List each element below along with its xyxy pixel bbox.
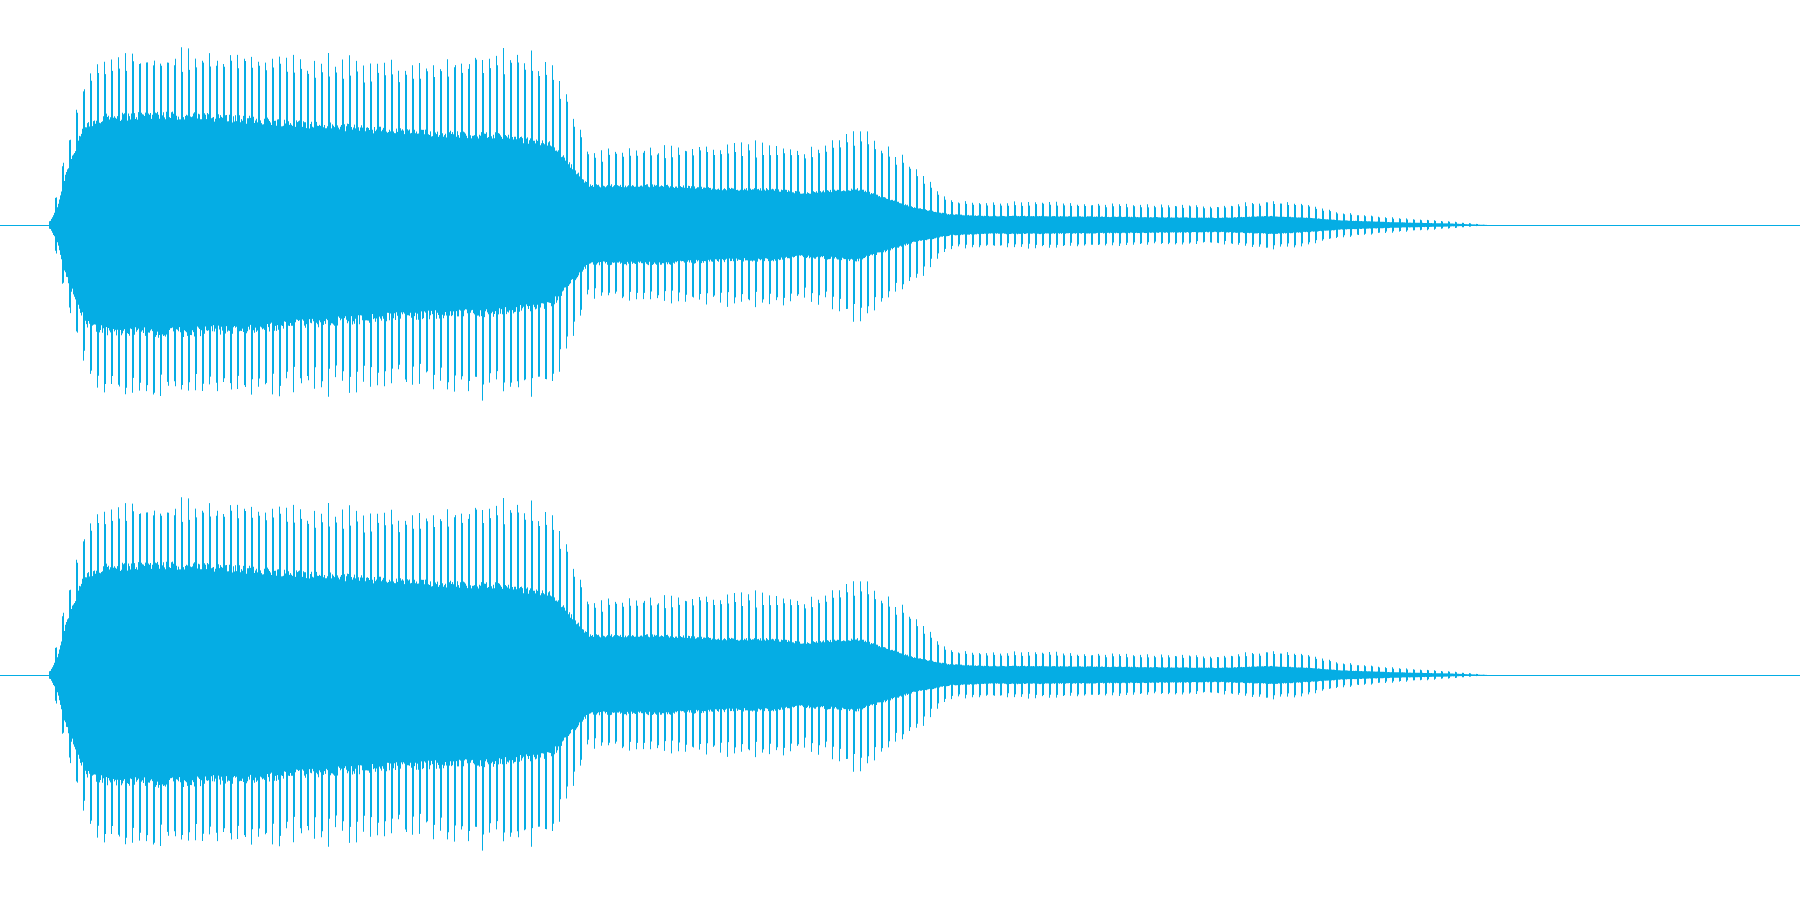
channel-1-samples — [49, 47, 1487, 401]
channel-1-waveform — [0, 47, 1800, 401]
channel-2-samples — [49, 497, 1487, 851]
channel-2-waveform — [0, 497, 1800, 851]
